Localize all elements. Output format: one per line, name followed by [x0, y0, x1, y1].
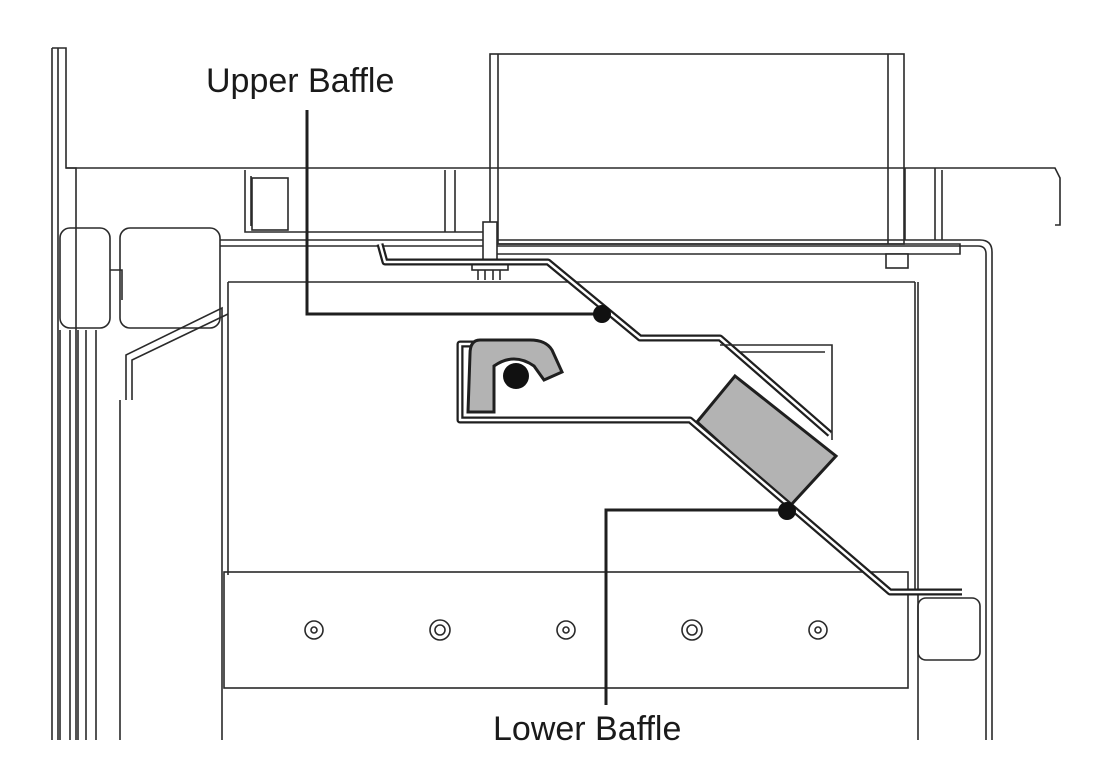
lower-baffle	[456, 340, 962, 596]
upper-baffle-label: Upper Baffle	[206, 62, 395, 100]
fastener-3	[556, 620, 576, 640]
hook-clip	[466, 338, 564, 414]
upper-baffle	[376, 243, 833, 437]
lower-baffle-dot	[778, 502, 796, 520]
inner-cavity	[119, 281, 919, 740]
fastener-5	[808, 620, 828, 640]
upper-rails	[220, 168, 993, 740]
upper-baffle-leader	[305, 110, 602, 316]
fastener-1	[304, 620, 324, 640]
callout-lines	[305, 110, 786, 705]
top-bolt	[471, 221, 909, 280]
pivot-pin	[503, 363, 529, 389]
left-frame	[51, 47, 1061, 740]
fastener-plate	[223, 571, 909, 689]
right-lower-block	[917, 597, 981, 661]
fastener-4	[681, 619, 703, 641]
lower-baffle-leader	[604, 508, 786, 705]
fastener-2	[429, 619, 451, 641]
upper-baffle-dot	[593, 305, 611, 323]
lower-baffle-label: Lower Baffle	[493, 710, 682, 748]
rear-plate	[720, 344, 833, 440]
fasteners	[304, 619, 828, 641]
left-bracket-blocks	[59, 227, 221, 329]
top-housing	[489, 53, 961, 255]
spring-clip	[125, 306, 229, 400]
